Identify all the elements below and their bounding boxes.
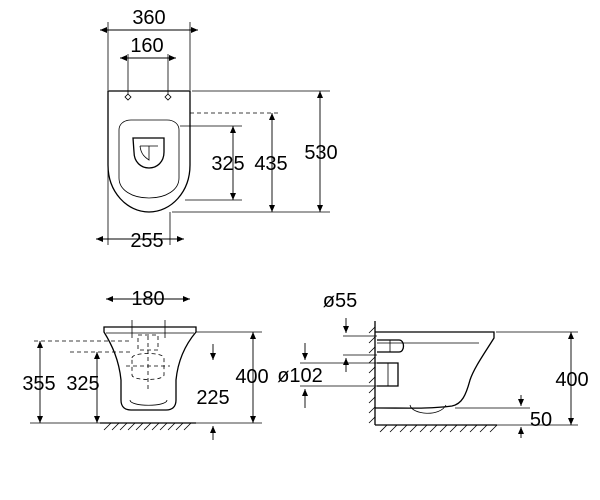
top-view: 360 160 255 325 435 530	[96, 7, 338, 252]
top-view-flush-detail	[139, 145, 158, 161]
label-180: 180	[131, 288, 164, 310]
label-255: 255	[130, 230, 163, 252]
front-view-floor-hatch	[100, 422, 196, 431]
side-view-wall	[368, 321, 498, 433]
side-view-bowl-outline	[375, 331, 495, 409]
label-435: 435	[254, 153, 287, 175]
label-360: 360	[132, 7, 165, 29]
top-view-inner-rim	[118, 119, 180, 199]
front-view-body-outline	[103, 326, 197, 411]
side-view-pipe-connections	[377, 339, 405, 387]
front-view-hidden-fixings	[126, 334, 170, 392]
label-50: 50	[530, 409, 552, 431]
label-325-front: 325	[66, 373, 99, 395]
top-view-bowl-outline	[107, 90, 191, 213]
fixing-hole-marks	[124, 93, 172, 101]
label-325-top: 325	[211, 153, 244, 175]
label-400-side: 400	[555, 369, 588, 391]
side-view: ø55 ø102 400 50	[277, 290, 589, 438]
label-160: 160	[130, 35, 163, 57]
label-355: 355	[22, 373, 55, 395]
front-view: 180 355 325 225 400	[22, 288, 269, 440]
label-530: 530	[304, 142, 337, 164]
label-102: ø102	[277, 365, 323, 387]
label-55: ø55	[323, 290, 357, 312]
label-225: 225	[196, 387, 229, 409]
top-view-flush-opening	[132, 137, 165, 169]
label-400-front: 400	[235, 366, 268, 388]
